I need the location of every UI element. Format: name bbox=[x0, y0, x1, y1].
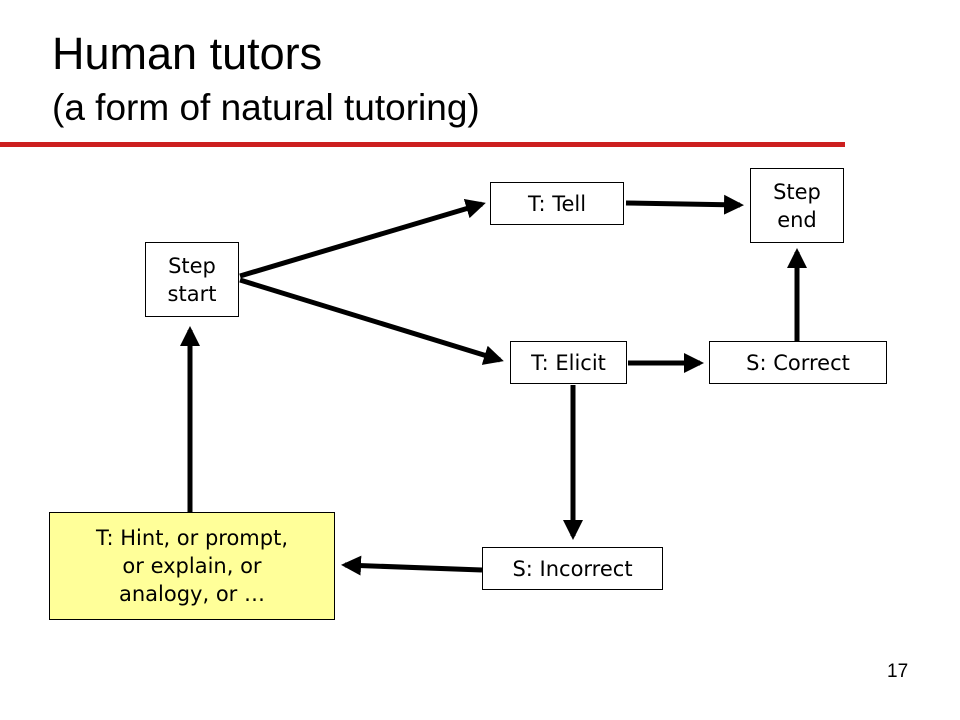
arrow-start-to-elicit bbox=[239, 277, 504, 365]
arrow-incorrect-to-hint bbox=[341, 555, 483, 576]
arrow-tell-to-end bbox=[625, 194, 744, 215]
node-step-end: Step end bbox=[750, 168, 844, 243]
page-number: 17 bbox=[887, 661, 909, 682]
node-tutor-elicit: T: Elicit bbox=[510, 341, 627, 384]
node-student-correct: S: Correct bbox=[709, 341, 887, 384]
slide-subtitle: (a form of natural tutoring) bbox=[52, 87, 480, 128]
node-step-start: Step start bbox=[145, 242, 239, 317]
slide-title: Human tutors bbox=[52, 28, 323, 79]
node-tutor-hint: T: Hint, or prompt, or explain, or analo… bbox=[49, 512, 335, 620]
node-tutor-tell: T: Tell bbox=[490, 182, 624, 225]
node-student-incorrect: S: Incorrect bbox=[482, 547, 663, 590]
arrow-start-to-tell bbox=[239, 198, 486, 279]
title-divider bbox=[0, 142, 845, 147]
